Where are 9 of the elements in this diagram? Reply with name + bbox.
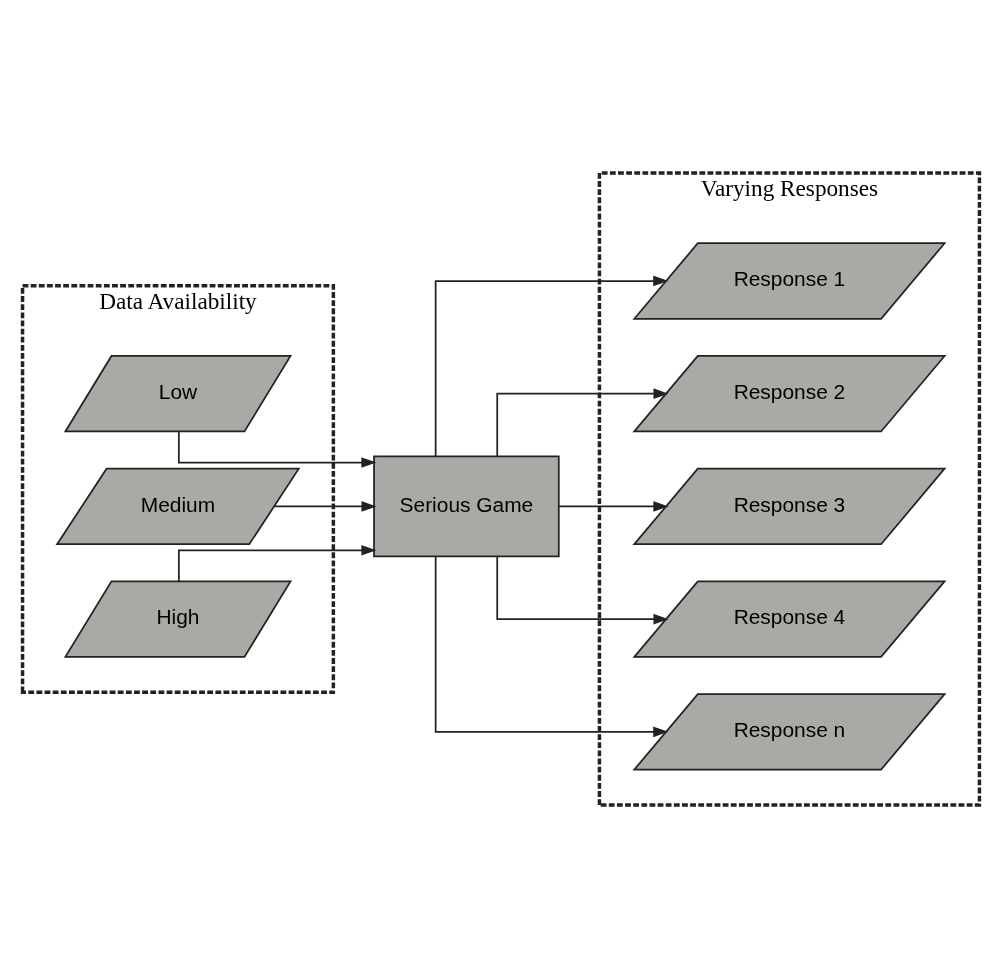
arrow xyxy=(273,500,377,512)
arrow xyxy=(496,387,669,457)
arrow xyxy=(434,555,669,737)
node-box: Serious Game xyxy=(373,455,560,557)
arrow xyxy=(434,275,669,457)
arrow xyxy=(178,544,377,582)
arrow xyxy=(496,555,669,624)
arrow xyxy=(178,430,377,468)
arrow xyxy=(558,500,669,512)
